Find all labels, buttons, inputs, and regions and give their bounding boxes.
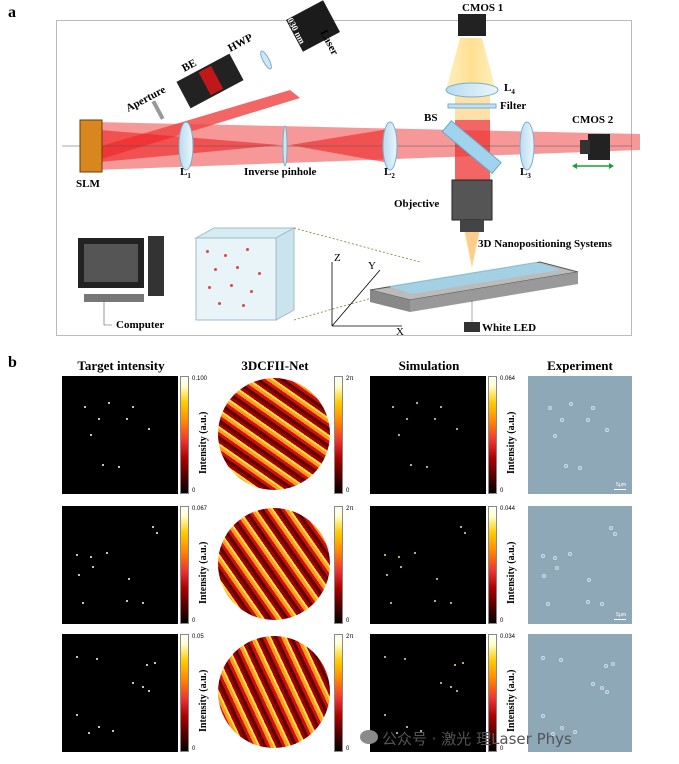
label-white-led: White LED [482, 322, 537, 334]
axis-label-x: X [396, 326, 404, 338]
simulation-colorbar-max: 0.044 [500, 506, 516, 512]
watermark-text: 公众号 · 激光 理Laser Phys [382, 730, 572, 748]
simulation-colorbar-label: Intensity (a.u.) [506, 541, 517, 604]
simulation-colorbar-min: 0 [500, 488, 504, 494]
lens-l2 [382, 121, 398, 171]
lens-l3 [519, 121, 535, 171]
phase-colorbar-min: 0 [346, 618, 350, 624]
phase-colorbar-min: 0 [346, 746, 350, 752]
scale-bar-label: 5μm [616, 482, 626, 488]
simulation-colorbar-label: Intensity (a.u.) [506, 669, 517, 732]
beam-splitter [441, 120, 502, 175]
lens-l1 [178, 121, 194, 171]
target-colorbar-min: 0 [192, 746, 196, 752]
aperture-element [151, 100, 165, 120]
target-intensity-map [62, 506, 178, 624]
sample-volume-cube [195, 237, 277, 321]
computer-keyboard [84, 294, 144, 302]
label-inverse-pinhole: Inverse pinhole [244, 166, 317, 178]
simulation-colorbar-label: Intensity (a.u.) [506, 411, 517, 474]
cmos2-camera [588, 134, 610, 160]
label-computer: Computer [116, 319, 165, 331]
optical-setup-diagram [62, 0, 640, 332]
target-colorbar-label: Intensity (a.u.) [198, 541, 209, 604]
target-colorbar [180, 376, 189, 494]
label-cmos1: CMOS 1 [462, 2, 504, 14]
label-bs: BS [424, 112, 438, 124]
scale-bar [614, 489, 626, 490]
target-colorbar-max: 0.05 [192, 634, 204, 640]
wechat-icon [360, 730, 378, 744]
column-header-experiment: Experiment [547, 358, 613, 373]
experiment-micrograph: 5μm [528, 506, 632, 624]
setup-frame [56, 20, 632, 336]
simulation-colorbar-min: 0 [500, 618, 504, 624]
phase-hologram [216, 634, 332, 752]
axis-label-y: Y [368, 260, 376, 272]
filter-element [447, 103, 497, 109]
computer-tower [148, 236, 164, 296]
target-colorbar-label: Intensity (a.u.) [198, 669, 209, 732]
phase-colorbar [334, 506, 343, 624]
target-intensity-map [62, 634, 178, 752]
label-objective: Objective [394, 198, 440, 210]
objective-lens [451, 179, 493, 221]
label-l3: L3 [520, 166, 531, 181]
scale-bar-label: 5μm [616, 612, 626, 618]
axis-label-z: Z [334, 252, 341, 264]
laser-source [286, 0, 340, 52]
target-colorbar-max: 0.100 [192, 376, 208, 382]
simulation-colorbar [488, 376, 497, 494]
simulation-colorbar-max: 0.034 [500, 634, 516, 640]
cmos1-camera [458, 14, 486, 36]
cube-focal-spots [200, 244, 270, 314]
column-header-net: 3DCFII-Net [241, 358, 309, 373]
target-colorbar [180, 506, 189, 624]
target-intensity-map [62, 376, 178, 494]
label-l1: L1 [180, 166, 191, 181]
panel-a-label: a [8, 4, 16, 21]
phase-colorbar [334, 634, 343, 752]
phase-hologram [216, 376, 332, 494]
label-nanopositioning: 3D Nanopositioning Systems [478, 238, 612, 250]
scale-bar [614, 619, 626, 620]
simulation-intensity-map [370, 376, 486, 494]
slm-device [79, 119, 103, 173]
simulation-colorbar [488, 506, 497, 624]
simulation-intensity-map [370, 634, 486, 752]
target-colorbar-min: 0 [192, 488, 196, 494]
hwp-plate [260, 50, 272, 70]
simulation-colorbar-min: 0 [500, 746, 504, 752]
simulation-colorbar-max: 0.064 [500, 376, 516, 382]
panel-b-label: b [8, 354, 17, 371]
white-led-source [464, 322, 480, 332]
target-colorbar [180, 634, 189, 752]
experiment-micrograph: 5μm [528, 376, 632, 494]
column-header-simulation: Simulation [398, 358, 460, 373]
target-colorbar-min: 0 [192, 618, 196, 624]
simulation-colorbar [488, 634, 497, 752]
label-l4: L4 [504, 82, 515, 97]
column-header-target: Target intensity [77, 358, 165, 373]
lens-l4 [445, 82, 499, 98]
phase-colorbar [334, 376, 343, 494]
label-slm: SLM [76, 178, 100, 190]
target-colorbar-label: Intensity (a.u.) [198, 411, 209, 474]
label-cmos2: CMOS 2 [572, 114, 614, 126]
phase-colorbar-max: 2π [346, 376, 354, 382]
label-filter: Filter [500, 100, 527, 112]
phase-colorbar-max: 2π [346, 634, 354, 640]
imaging-beam [446, 38, 496, 90]
label-l2: L2 [384, 166, 395, 181]
phase-colorbar-min: 0 [346, 488, 350, 494]
phase-hologram [216, 506, 332, 624]
inverse-pinhole-element [282, 125, 288, 167]
phase-colorbar-max: 2π [346, 506, 354, 512]
experiment-micrograph [528, 634, 632, 752]
simulation-intensity-map [370, 506, 486, 624]
target-colorbar-max: 0.067 [192, 506, 208, 512]
